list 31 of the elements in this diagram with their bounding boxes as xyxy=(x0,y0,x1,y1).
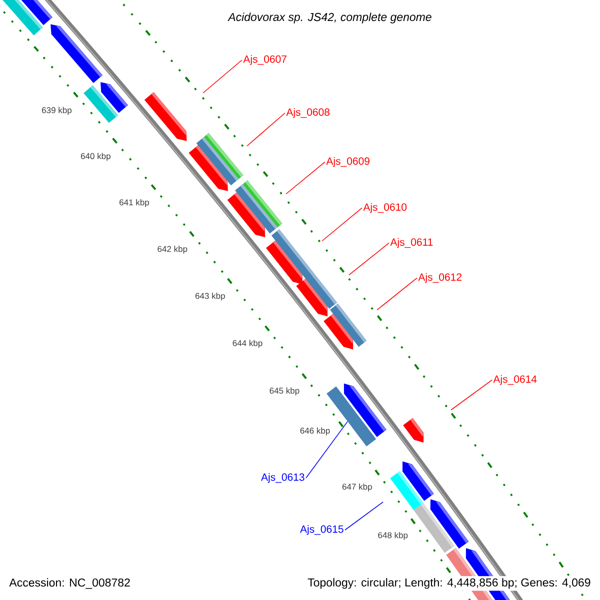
gene-label: Ajs_0613 xyxy=(261,473,304,483)
leader-line xyxy=(322,208,362,242)
scale-label: 643 kbp xyxy=(195,292,225,301)
leader-line xyxy=(348,242,390,276)
scale-label: 647 kbp xyxy=(342,483,372,492)
scale-label: 648 kbp xyxy=(378,532,408,540)
gene-label: Ajs_0610 xyxy=(363,203,407,213)
gene-label: Ajs_0607 xyxy=(243,55,286,65)
gene-label: Ajs_0615 xyxy=(300,525,344,535)
accession-text: Accession: NC_008782 xyxy=(9,578,130,589)
leader-line xyxy=(246,112,286,146)
scale-label: 644 kbp xyxy=(232,340,262,348)
leader-line xyxy=(306,421,348,478)
gene-label: Ajs_0609 xyxy=(326,157,370,167)
scale-label: 646 kbp xyxy=(300,427,330,436)
leader-line xyxy=(202,60,242,94)
scale-label: 640 kbp xyxy=(81,152,110,161)
leader-line xyxy=(344,502,384,530)
scale-label: 639 kbp xyxy=(42,106,72,115)
leader-line xyxy=(286,162,326,194)
gene-label: Ajs_0608 xyxy=(286,108,330,118)
gene-label: Ajs_0611 xyxy=(390,238,433,248)
genome-info-text: Topology: circular; Length: 4,448,856 bp; Genes: 4,069 xyxy=(306,576,593,591)
gene-label: Ajs_0614 xyxy=(493,375,537,385)
scale-label: 645 kbp xyxy=(270,387,300,396)
gene-label: Ajs_0612 xyxy=(418,273,462,283)
leader-line xyxy=(376,278,418,310)
scale-label: 642 kbp xyxy=(158,246,188,254)
scale-label: 641 kbp xyxy=(120,199,149,208)
leader-line xyxy=(450,380,492,410)
title: Acidovorax sp. JS42, complete genome xyxy=(228,12,432,24)
